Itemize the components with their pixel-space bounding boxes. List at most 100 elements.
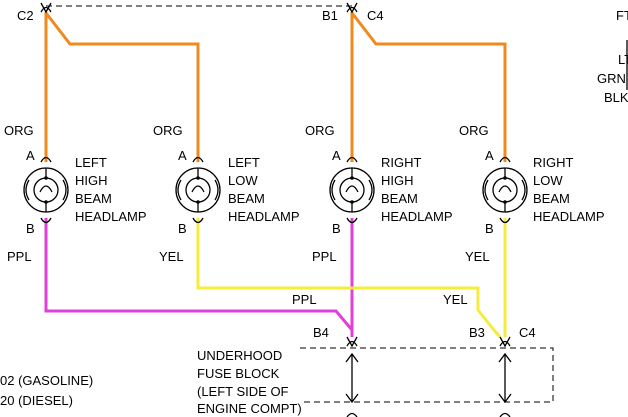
headlamp-4-symbol bbox=[482, 156, 528, 224]
lamp-3-bulb bbox=[339, 177, 365, 203]
fuse-block-label-line-4: ENGINE COMPT) bbox=[197, 401, 302, 416]
lamp-1-name-line-3: BEAM bbox=[75, 191, 112, 206]
edge-label-ft: FT bbox=[616, 8, 628, 23]
lamp-1-top-terminal bbox=[40, 156, 52, 163]
lamp-2-bottom-terminal bbox=[192, 217, 204, 224]
lamp-4-name-line-3: BEAM bbox=[533, 191, 570, 206]
lamp-1-name-line-2: HIGH bbox=[75, 173, 108, 188]
lamp-3-name: RIGHT HIGH BEAM HEADLAMP bbox=[381, 155, 453, 224]
lamp-1-bracket-left bbox=[25, 179, 30, 201]
lamp-4-bulb bbox=[492, 177, 518, 203]
lamp-2-pin-b-label: B bbox=[178, 221, 187, 236]
lamp-4-filament bbox=[498, 185, 512, 193]
lamp-1-node-top bbox=[44, 176, 48, 180]
lamp-4-name-line-1: RIGHT bbox=[533, 155, 574, 170]
fuse-block-internal-link-right bbox=[498, 352, 512, 404]
lamp-2-feed-wire-label: ORG bbox=[153, 123, 183, 138]
lamp-1-filament bbox=[39, 185, 53, 193]
connector-c2-terminal bbox=[40, 2, 52, 14]
lamp-2-top-terminal bbox=[192, 156, 204, 163]
orange-wire-c2-feed bbox=[44, 12, 200, 162]
lamp-4-feed-wire-label: ORG bbox=[459, 123, 489, 138]
lamp-3-filament bbox=[345, 185, 359, 193]
orange-wire-c4-feed bbox=[350, 12, 507, 162]
lamp-4-ground-wire-label: YEL bbox=[465, 249, 490, 264]
lamp-2-name-line-2: LOW bbox=[228, 173, 258, 188]
lamp-3-name-line-3: BEAM bbox=[381, 191, 418, 206]
fuse-block-label-line-3: (LEFT SIDE OF bbox=[197, 384, 289, 399]
lamp-2-node-top bbox=[196, 176, 200, 180]
connector-b1-pin-label: B1 bbox=[322, 8, 338, 23]
lamp-4-name-line-2: LOW bbox=[533, 173, 563, 188]
lamp-1-name-line-4: HEADLAMP bbox=[75, 209, 147, 224]
connector-b4-terminal bbox=[346, 336, 358, 348]
lamp-1-pin-b-label: B bbox=[26, 221, 35, 236]
connector-c4-bottom-label: C4 bbox=[519, 325, 536, 340]
lamp-1-node-bottom bbox=[44, 200, 48, 204]
lamp-2-bracket-left bbox=[177, 179, 182, 201]
lamp-2-filament bbox=[191, 185, 205, 193]
edge-label-blk: BLK bbox=[604, 90, 628, 105]
lamp-2-name-line-3: BEAM bbox=[228, 191, 265, 206]
lamp-2-name-line-4: HEADLAMP bbox=[228, 209, 300, 224]
lamp-3-pin-a-label: A bbox=[332, 148, 341, 163]
lamp-1-name-line-1: LEFT bbox=[75, 155, 107, 170]
lamp-2-bulb bbox=[185, 177, 211, 203]
connector-b3-pin-label: B3 bbox=[469, 325, 485, 340]
lamp-3-node-top bbox=[350, 176, 354, 180]
connector-c4-label: C4 bbox=[367, 8, 384, 23]
engine-note-diesel: 20 (DIESEL) bbox=[0, 393, 73, 408]
lamp-2-bracket-right bbox=[214, 179, 219, 201]
lamp-3-feed-wire-label: ORG bbox=[305, 123, 335, 138]
lamp-3-name-line-2: HIGH bbox=[381, 173, 414, 188]
lamp-3-ground-wire-label: PPL bbox=[312, 249, 337, 264]
headlamp-symbols bbox=[23, 156, 528, 224]
connector-c2-label: C2 bbox=[17, 8, 34, 23]
headlamp-1-symbol bbox=[23, 156, 69, 224]
lamp-3-name-line-1: RIGHT bbox=[381, 155, 422, 170]
lamp-4-name: RIGHT LOW BEAM HEADLAMP bbox=[533, 155, 605, 224]
lamp-4-pin-b-label: B bbox=[485, 221, 494, 236]
lamp-1-name: LEFT HIGH BEAM HEADLAMP bbox=[75, 155, 147, 224]
lamp-4-node-bottom bbox=[503, 200, 507, 204]
lamp-3-top-terminal bbox=[346, 156, 358, 163]
lamp-4-pin-a-label: A bbox=[485, 148, 494, 163]
edge-label-lt: LT bbox=[618, 52, 628, 67]
lamp-4-bracket-left bbox=[484, 179, 489, 201]
connector-b4-pin-label: B4 bbox=[313, 325, 329, 340]
edge-label-grn: GRN bbox=[597, 71, 626, 86]
purple-ground-wire bbox=[44, 218, 354, 337]
lamp-1-ground-wire-label: PPL bbox=[7, 249, 32, 264]
lamp-2-name-line-1: LEFT bbox=[228, 155, 260, 170]
fuse-block-internal-link-left bbox=[345, 352, 359, 404]
lamp-3-bottom-terminal bbox=[346, 217, 358, 224]
lamp-3-bracket-right bbox=[368, 179, 373, 201]
connector-b3-terminal bbox=[499, 336, 511, 348]
yellow-ground-wire bbox=[196, 218, 507, 338]
engine-note-gasoline: 02 (GASOLINE) bbox=[0, 373, 93, 388]
lamp-3-name-line-4: HEADLAMP bbox=[381, 209, 453, 224]
lamp-3-node-bottom bbox=[350, 200, 354, 204]
lamp-1-pin-a-label: A bbox=[26, 148, 35, 163]
lamp-2-ground-wire-label: YEL bbox=[159, 249, 184, 264]
lamp-4-name-line-4: HEADLAMP bbox=[533, 209, 605, 224]
headlamp-2-symbol bbox=[175, 156, 221, 224]
lamp-1-bulb bbox=[33, 177, 59, 203]
lamp-1-bottom-terminal bbox=[40, 217, 52, 224]
headlamp-3-symbol bbox=[329, 156, 375, 224]
lamp-2-name: LEFT LOW BEAM HEADLAMP bbox=[228, 155, 300, 224]
lamp-4-top-terminal bbox=[499, 156, 511, 163]
fuse-block-label-line-1: UNDERHOOD bbox=[197, 348, 282, 363]
lamp-3-pin-b-label: B bbox=[332, 221, 341, 236]
underhood-fuse-block bbox=[300, 347, 554, 417]
purple-run-label: PPL bbox=[292, 292, 317, 307]
lamp-1-feed-wire-label: ORG bbox=[4, 123, 34, 138]
lamp-4-bottom-terminal bbox=[499, 217, 511, 224]
lamp-2-pin-a-label: A bbox=[178, 148, 187, 163]
lamp-1-bracket-right bbox=[62, 179, 67, 201]
lamp-4-bracket-right bbox=[521, 179, 526, 201]
lamp-4-node-top bbox=[503, 176, 507, 180]
lamp-3-bracket-left bbox=[331, 179, 336, 201]
yellow-run-label: YEL bbox=[443, 292, 468, 307]
